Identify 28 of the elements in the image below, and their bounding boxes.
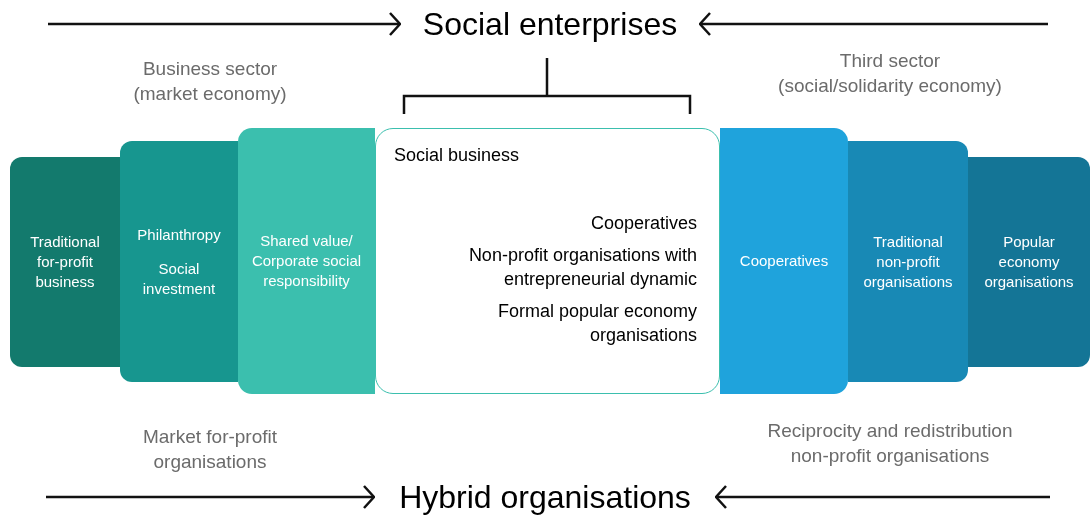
sector-box [968, 157, 1090, 367]
sector-label: Market for-profit organisations [141, 425, 279, 474]
box-text: Non-profit organisations with entrepreneurial dynamic [467, 244, 697, 291]
arrow [46, 484, 376, 510]
box-text: Cooperatives [738, 251, 830, 271]
sector-label: Third sector (social/solidarity economy) [777, 49, 1003, 98]
box-text: Social investment [141, 258, 217, 299]
box-text: Philanthropy [136, 224, 222, 245]
box-text: Traditional non-profit organisations [862, 231, 954, 292]
sector-label: Business sector (market economy) [132, 57, 288, 106]
box-text: Social business [394, 144, 521, 167]
sector-box [10, 157, 120, 367]
heading-text: Hybrid organisations [399, 481, 691, 513]
sector-label: Reciprocity and redistribution non-profit organisations [766, 419, 1014, 468]
box-text: Traditional for-profit business [29, 232, 101, 292]
heading-text: Social enterprises [422, 8, 678, 40]
highlight-box [375, 128, 720, 394]
box-text: Cooperatives [589, 212, 697, 235]
sector-box [120, 141, 238, 382]
sector-box [848, 141, 968, 382]
box-text: Formal popular economy organisations [496, 300, 697, 347]
arrow [714, 484, 1050, 510]
box-text: Shared value/ Corporate social responsibility [250, 231, 363, 291]
sector-box [720, 128, 848, 394]
arrow [48, 11, 402, 37]
sector-box [238, 128, 375, 394]
arrow [698, 11, 1048, 37]
box-text: Popular economy organisations [983, 232, 1075, 292]
